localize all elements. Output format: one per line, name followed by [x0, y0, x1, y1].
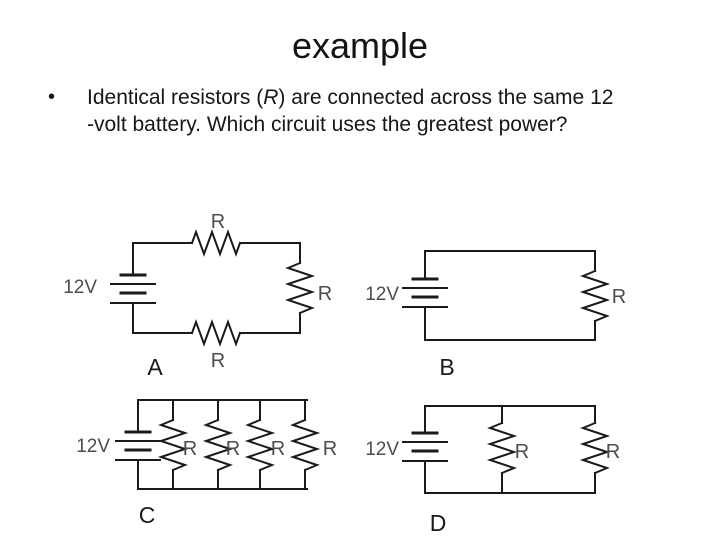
bullet-line-1-pre: Identical resistors ( [87, 86, 264, 109]
resistor-label: R [515, 441, 529, 463]
resistor-zigzag-1 [157, 418, 189, 472]
battery-plates-short [411, 277, 439, 299]
resistor-label: R [271, 438, 285, 460]
battery-voltage-label: 12V [76, 436, 110, 457]
battery-plates-long [110, 283, 156, 304]
circuit-d-diagram: 12V R R D [360, 395, 660, 540]
battery-voltage-label: 12V [365, 439, 399, 460]
circuit-c-wires [137, 399, 308, 490]
circuit-label-b: B [439, 354, 454, 380]
slide-title: example [291, 25, 429, 66]
bullet-line-1: Identical resistors (R) are connected ac… [87, 84, 613, 111]
resistor-label: R [211, 350, 225, 372]
battery-plates-long [402, 287, 448, 308]
circuit-a-diagram: 12V R R R A [60, 195, 350, 387]
resistor-label: R [606, 441, 620, 463]
resistor-zigzag-2 [202, 418, 234, 472]
resistor-zigzag-right [579, 269, 611, 323]
circuit-a-wires [132, 242, 301, 334]
resistor-zigzag-3 [244, 418, 276, 472]
resistor-label: R [323, 438, 337, 460]
bullet-line-1-post: ) are connected across the same 12 [278, 86, 614, 109]
circuit-b-diagram: 12V R B [360, 240, 660, 385]
resistor-symbol-variable: R [263, 86, 279, 109]
resistor-label: R [318, 283, 332, 305]
resistor-zigzag-2 [579, 421, 611, 475]
resistor-zigzag-1 [486, 421, 518, 475]
resistor-zigzag-right [284, 261, 316, 315]
battery-plates-long [402, 441, 448, 462]
battery-plates-short [119, 273, 147, 295]
resistor-label: R [226, 438, 240, 460]
resistor-label: R [183, 438, 197, 460]
bullet-text: Identical resistors (R) are connected ac… [87, 84, 613, 138]
circuit-c-diagram: 12V R R R R C [60, 395, 350, 535]
battery-plates-long [115, 440, 161, 461]
circuit-label-c: C [139, 502, 156, 528]
battery-voltage-label: 12V [365, 284, 399, 305]
circuit-b-wires [424, 250, 596, 341]
circuit-label-a: A [147, 354, 163, 380]
resistor-zigzag-4 [289, 418, 321, 472]
resistor-label: R [612, 286, 626, 308]
battery-voltage-label: 12V [63, 277, 97, 298]
circuit-d-wires [424, 405, 596, 494]
battery-plates-short [411, 431, 439, 453]
bullet-line-2: -volt battery. Which circuit uses the gr… [87, 113, 568, 136]
bullet-point: • Identical resistors (R) are connected … [48, 84, 688, 138]
resistor-label: R [211, 211, 225, 233]
circuit-label-d: D [430, 510, 447, 536]
battery-plates-short [124, 430, 152, 452]
bullet-marker: • [48, 86, 56, 108]
resistor-zigzag-bottom [190, 319, 242, 347]
resistor-zigzag-top [190, 229, 242, 257]
